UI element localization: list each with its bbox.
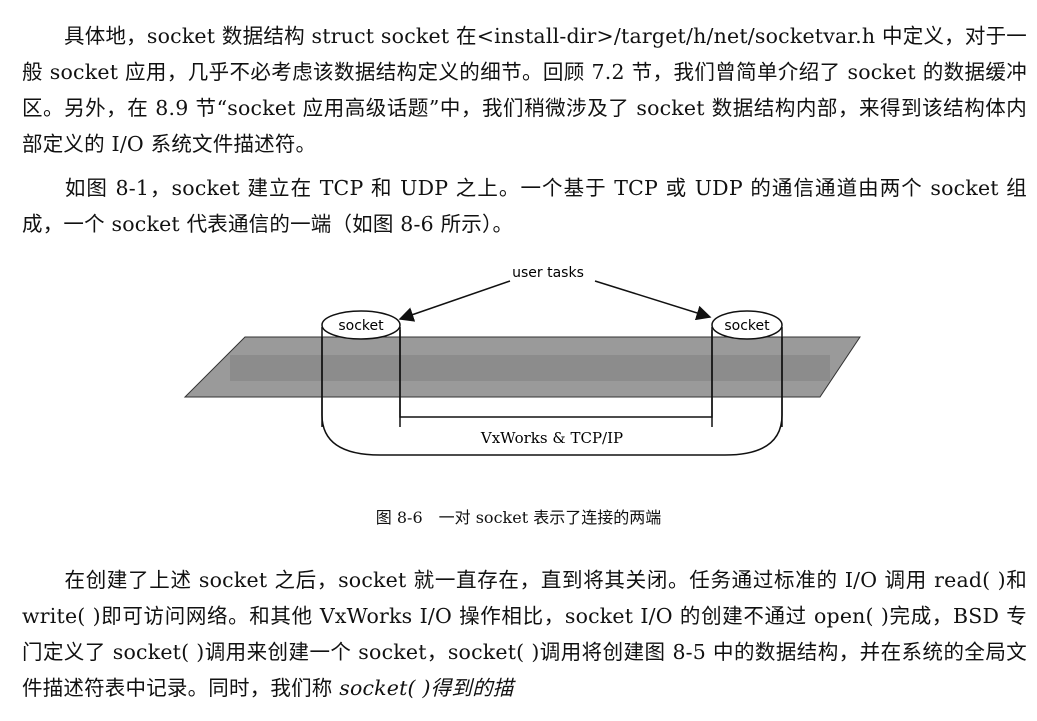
paragraph-1: 具体地，socket 数据结构 struct socket 在<install-… (22, 18, 1027, 162)
plane-texture (230, 355, 830, 381)
figure-caption: 图 8-6 一对 socket 表示了连接的两端 (375, 508, 662, 527)
right-socket-label: socket (724, 318, 770, 334)
user-tasks-label: user tasks (512, 265, 584, 281)
arrow-to-left-socket (398, 280, 511, 322)
paragraph-3-italic-text: socket( )得到的描 (339, 676, 514, 700)
arrow-to-right-socket (594, 280, 712, 321)
stack-label: VxWorks & TCP/IP (480, 429, 623, 447)
paragraph-2: 如图 8-1，socket 建立在 TCP 和 UDP 之上。一个基于 TCP … (22, 170, 1027, 242)
paragraph-3: 在创建了上述 socket 之后，socket 就一直存在，直到将其关闭。任务通… (22, 562, 1027, 706)
figure-socket-pair-diagram: socket socket user tasks VxWorks & TCP/I… (183, 265, 861, 456)
paragraph-2-text: 如图 8-1，socket 建立在 TCP 和 UDP 之上。一个基于 TCP … (22, 176, 1027, 236)
paragraph-1-text: 具体地，socket 数据结构 struct socket 在<install-… (22, 24, 1027, 156)
right-socket-cylinder: socket (711, 310, 783, 427)
left-socket-label: socket (338, 318, 384, 334)
connection-outline (321, 337, 783, 456)
paragraph-3-text: 在创建了上述 socket 之后，socket 就一直存在，直到将其关闭。任务通… (22, 568, 1027, 700)
left-socket-cylinder: socket (321, 310, 401, 427)
